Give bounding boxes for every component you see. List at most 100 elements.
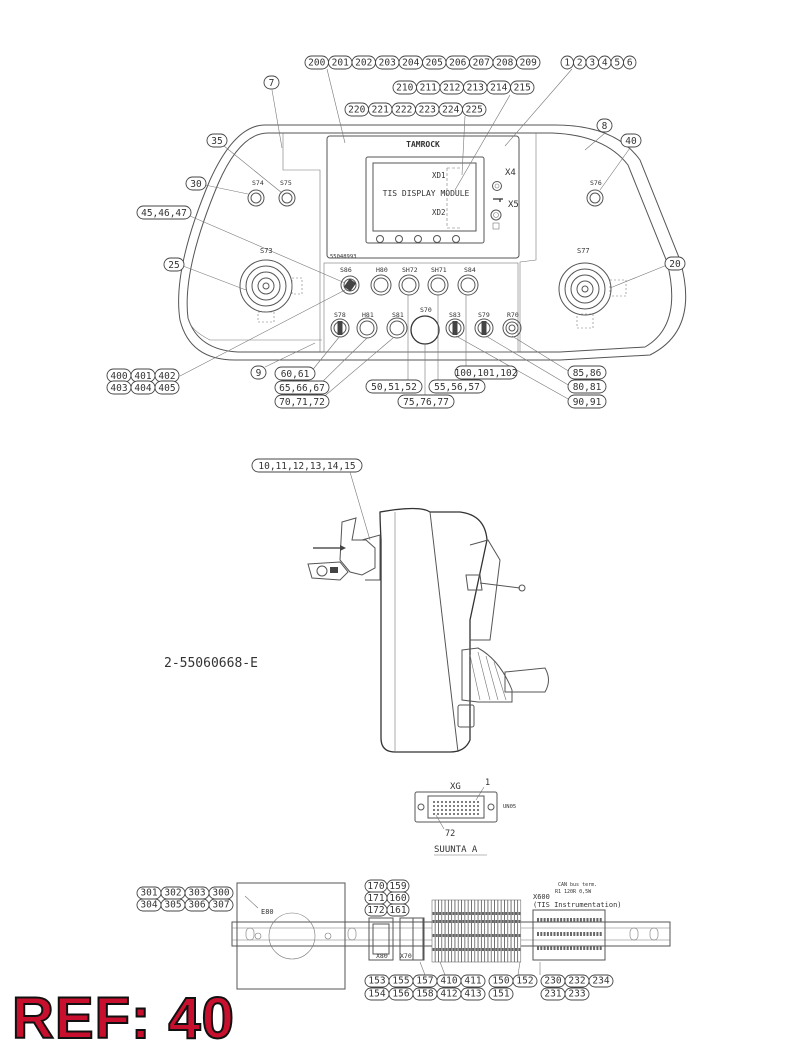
callout-35: 35: [206, 133, 228, 148]
callout-410: 410: [436, 974, 462, 988]
callout-232: 232: [564, 974, 590, 988]
callout-202: 202: [351, 55, 376, 70]
terminal-screw: [488, 948, 491, 951]
terminal-blocks: [431, 899, 602, 963]
svg-text:208: 208: [496, 58, 513, 69]
callout-307: 307: [208, 898, 234, 912]
svg-text:403: 403: [110, 383, 127, 394]
callout-6: 6: [623, 55, 637, 70]
svg-text:172: 172: [367, 905, 384, 916]
x600-terminal: [546, 946, 549, 950]
terminal-screw: [472, 948, 475, 951]
terminal: [464, 899, 469, 963]
svg-text:234: 234: [592, 976, 609, 987]
terminal: [507, 899, 512, 963]
x600-terminal: [576, 932, 579, 936]
switch-s86: [340, 275, 360, 295]
x600-terminal: [550, 932, 553, 936]
x600-terminal: [573, 918, 576, 922]
svg-text:300: 300: [212, 888, 229, 899]
callout-150: 150: [488, 974, 514, 988]
callout-20: 20: [664, 256, 686, 271]
label-r70: R70: [507, 311, 519, 319]
terminal-screw: [465, 948, 468, 951]
terminal-screw: [449, 948, 451, 951]
terminal-screw: [478, 912, 481, 915]
x600-terminal: [556, 918, 559, 922]
terminal: [468, 899, 472, 963]
svg-text:4: 4: [602, 58, 608, 69]
label-x600-note: (TIS Instrumentation): [533, 901, 622, 909]
callout-212: 212: [439, 80, 464, 95]
terminal-screw: [518, 948, 521, 951]
drawing-number: 2-55060668-E: [164, 656, 258, 671]
svg-text:40: 40: [625, 136, 637, 147]
svg-text:10,11,12,13,14,15: 10,11,12,13,14,15: [258, 461, 355, 472]
svg-text:225: 225: [466, 105, 483, 116]
terminal-screw: [501, 920, 504, 923]
x600-terminal: [560, 946, 563, 950]
x600-terminal: [579, 918, 582, 922]
callout-172: 172 161: [364, 903, 410, 917]
terminal: [494, 899, 498, 963]
terminal-screw: [498, 912, 501, 915]
x600-terminal: [543, 918, 546, 922]
svg-text:156: 156: [392, 989, 409, 1000]
terminal-screw: [518, 920, 521, 923]
callout-70: 70,71,72: [274, 394, 330, 409]
terminal: [484, 899, 489, 963]
svg-text:302: 302: [164, 888, 181, 899]
connector-pin-first: 1: [485, 778, 490, 788]
terminal: [477, 899, 482, 963]
x600-terminal: [596, 918, 599, 922]
callout-214: 214: [486, 80, 511, 95]
svg-text:171: 171: [367, 893, 384, 904]
callout-201: 201: [328, 55, 353, 70]
terminal: [448, 899, 452, 963]
callout-55: 55,56,57: [428, 379, 486, 394]
terminal-screw: [491, 948, 494, 951]
x600-terminal: [537, 946, 539, 950]
terminal: [444, 899, 449, 963]
terminal-screw: [508, 948, 511, 951]
terminal-screw: [515, 920, 517, 923]
x600-terminal: [589, 932, 592, 936]
svg-text:301: 301: [140, 888, 157, 899]
control-panel: TAMROCK 55048993 TIS DISPLAY MODULE XD1 …: [178, 124, 687, 361]
x600-terminal: [576, 946, 579, 950]
callout-301: 301: [136, 886, 162, 900]
label-s73: S73: [260, 247, 273, 255]
lamp-h80: [370, 274, 392, 296]
callout-100: 100,101,102: [455, 365, 517, 380]
svg-text:220: 220: [348, 105, 365, 116]
svg-text:305: 305: [164, 900, 181, 911]
x600-terminal: [560, 918, 563, 922]
terminal-screw: [501, 934, 504, 937]
x600-terminal: [537, 932, 539, 936]
emergency-stop-s70: [410, 315, 440, 345]
x600-terminal: [583, 946, 586, 950]
callout-303: 303: [184, 886, 210, 900]
svg-text:152: 152: [516, 976, 533, 987]
terminal-screw: [498, 934, 501, 937]
x600-terminal: [537, 918, 539, 922]
display-soft-buttons: [376, 235, 460, 243]
terminal-screw: [491, 912, 494, 915]
connector-xg: XG 1 UN05 72 SUUNTA A: [414, 778, 516, 856]
svg-text:202: 202: [355, 58, 372, 69]
brand-label: TAMROCK: [406, 140, 440, 149]
svg-text:405: 405: [158, 383, 175, 394]
callout-411: 411: [460, 974, 486, 988]
svg-text:153: 153: [368, 976, 385, 987]
svg-text:221: 221: [372, 105, 389, 116]
callout-305: 305: [160, 898, 186, 912]
svg-text:75,76,77: 75,76,77: [403, 397, 449, 408]
callout-220: 220: [344, 102, 369, 117]
x600-terminal: [546, 918, 549, 922]
label-x80: X80: [376, 952, 388, 960]
svg-text:224: 224: [442, 105, 459, 116]
terminal-screw: [515, 948, 517, 951]
terminal: [481, 899, 485, 963]
terminal: [491, 899, 495, 963]
